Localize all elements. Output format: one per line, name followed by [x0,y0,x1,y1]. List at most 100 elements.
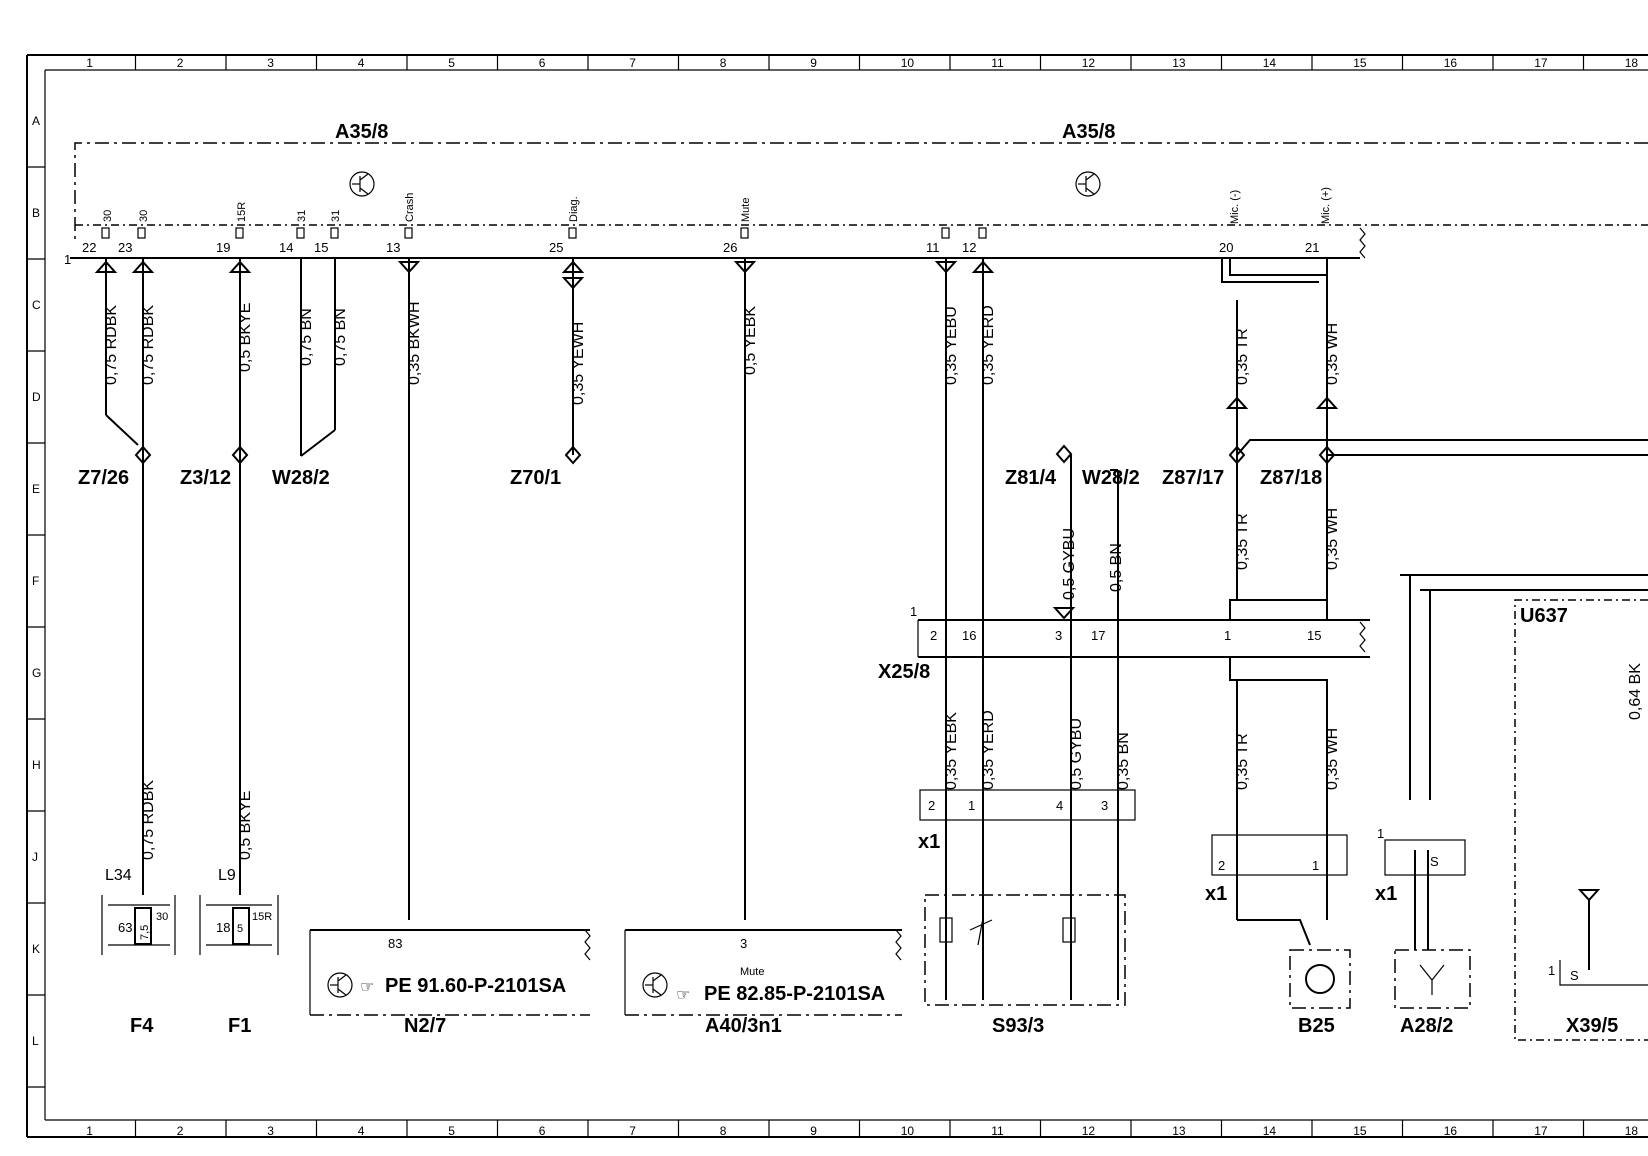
pin-13: 13 [386,240,400,255]
a35-pin-numbers: 22 23 19 14 15 13 25 26 11 12 20 21 [82,240,1319,255]
wire-label-14: 0,35 WH [1324,508,1341,570]
wire-label-22: 0,35 WH [1324,728,1341,790]
s93-pin-4: 4 [1056,798,1063,813]
x25-pin-17: 17 [1091,628,1105,643]
wire-label-1: 0,75 RDBK [103,305,120,385]
a35-connector-number: 1 [64,252,71,267]
label-x1-b: x1 [1205,883,1227,905]
wire-label-12: 0,35 WH [1324,323,1341,385]
grid-row-label: F [32,574,39,588]
grid-row-label: G [32,666,41,680]
grid-row-label: B [32,206,40,220]
x39-connector-number: 1 [1548,963,1555,978]
transistor-icon [1075,171,1101,197]
grid-column-label: 8 [720,1124,727,1138]
wire-label-19: 0,5 GYBU [1068,718,1085,790]
terminal-20: Mic. (-) [1229,190,1241,224]
label-n2-7: N2/7 [404,1015,446,1037]
wires-upper [105,258,1648,920]
grid-column-label: 2 [177,1124,184,1138]
wire-labels-lower: 0,35 YEBK 0,35 YERD 0,5 GYBU 0,35 BN 0,3… [140,663,1644,860]
s93-connector: 2 1 4 3 x1 [918,789,1136,853]
wire-label-4: 0,75 BN [298,308,315,366]
x25-pin-15: 15 [1307,628,1321,643]
wire-label-18: 0,35 YERD [980,710,997,790]
terminal-22: 30 [102,210,114,222]
grid-column-label: 7 [629,1124,636,1138]
label-l34: L34 [105,867,132,884]
wire-label-25: 0,64 BK [1627,663,1644,720]
label-s93-3: S93/3 [992,1015,1044,1037]
grid-column-label: 1 [86,1124,93,1138]
x25-pin-1: 1 [1224,628,1231,643]
grid-row-label: E [32,482,40,496]
a35-8-module: A35/8 A35/8 1 [64,121,1648,267]
grid-column-label: 5 [448,56,455,70]
s93-pin-1: 1 [968,798,975,813]
wire-label-7: 0,35 YEWH [570,322,587,405]
a40-pin-3: 3 [740,936,747,951]
pin-11: 11 [926,240,940,255]
grid-column-label: 15 [1353,56,1367,70]
grid-row-label: L [32,1034,39,1048]
wire-label-10: 0,35 YERD [980,305,997,385]
grid-row-label: A [32,114,40,128]
grid-column-label: 6 [539,1124,546,1138]
grid-column-label: 14 [1263,1124,1277,1138]
wires-lower [945,574,1648,1000]
f4-value-63: 63 [118,920,132,935]
label-a35-8-right: A35/8 [1062,121,1115,143]
pin-22: 22 [82,240,96,255]
grid-column-label: 9 [810,56,817,70]
wire-labels-upper: 0,75 RDBK 0,75 RDBK 0,5 BKYE 0,75 BN 0,7… [103,301,1341,600]
label-z87-18: Z87/18 [1260,467,1322,489]
terminal-25: Diag. [568,196,580,222]
transistor-icon [642,972,668,998]
grid-column-label: 3 [267,56,274,70]
b25-pin-1: 1 [1312,858,1319,873]
f4-value-30: 30 [156,911,168,923]
pin-19: 19 [216,240,230,255]
transistor-icon [327,972,353,998]
grid-row-label: J [32,850,38,864]
grid-column-label: 17 [1534,1124,1548,1138]
label-w28-2-right: W28/2 [1082,467,1140,489]
terminal-19: 15R [236,202,248,222]
grid-column-label: 11 [991,56,1004,70]
label-a40-3n1: A40/3n1 [705,1015,782,1037]
x25-pin-3: 3 [1055,628,1062,643]
grid-column-label: 17 [1534,56,1548,70]
transistor-icon [349,171,375,197]
grid-row-label: H [32,758,41,772]
f1-fuse: L9 18 5 15R F1 [199,867,279,1037]
wire-label-3: 0,5 BKYE [237,303,254,372]
grid-column-label: 12 [1082,56,1096,70]
pin-20: 20 [1219,240,1233,255]
label-z87-17: Z87/17 [1162,467,1224,489]
signal-arrows [94,260,1339,620]
x25-pin-16: 16 [962,628,976,643]
pin-21: 21 [1305,240,1319,255]
label-a35-8-left: A35/8 [335,121,388,143]
a40-reference: PE 82.85-P-2101SA [704,983,885,1005]
label-x1-a: x1 [918,831,940,853]
pointer-icon: ☞ [360,979,374,996]
grid-column-label: 16 [1444,56,1458,70]
ground-wires [1070,455,1119,900]
grid-column-label: 9 [810,1124,817,1138]
grid-column-label: 2 [177,56,184,70]
terminal-designations: 30 30 15R 31 31 Crash Diag. Mute Mic. (-… [102,187,1332,224]
wire-label-5: 0,75 BN [332,308,349,366]
pin-15: 15 [314,240,328,255]
pin-23: 23 [118,240,132,255]
grid-column-label: 13 [1172,1124,1186,1138]
x25-connector-number: 1 [910,604,917,619]
break-mark [1359,621,1366,653]
grid-column-label: 8 [720,56,727,70]
label-f4: F4 [130,1015,154,1037]
grid-column-label: 11 [991,1124,1004,1138]
b25-connector: 2 1 x1 [1205,834,1348,905]
splice-points [134,444,1336,465]
a40-terminal-mute: Mute [740,966,764,978]
